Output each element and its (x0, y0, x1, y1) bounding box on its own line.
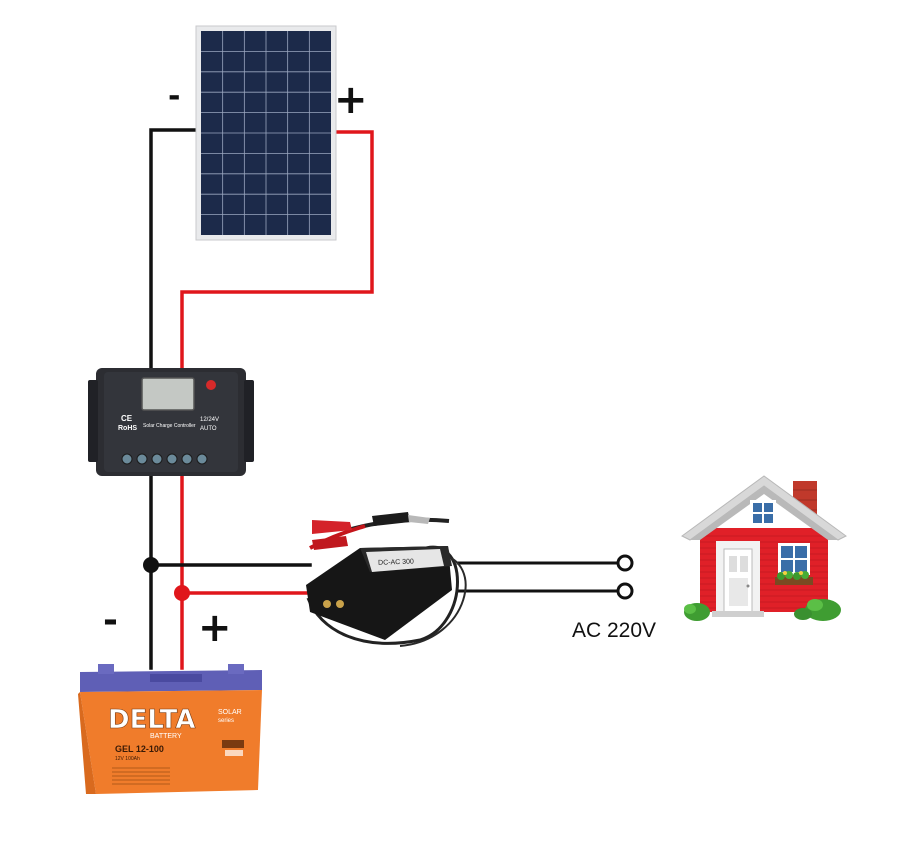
positive-junction-dot (174, 585, 190, 601)
controller-auto-text: AUTO (200, 426, 217, 432)
house (681, 475, 847, 621)
negative-junction-dot (143, 557, 159, 573)
battery-brand-sub-text: BATTERY (150, 733, 182, 740)
solar-panel (195, 25, 337, 241)
controller-terminal (151, 453, 163, 465)
clip-black (372, 512, 410, 526)
house-step (712, 611, 764, 617)
controller-rohs-text: RoHS (118, 425, 137, 432)
controller-voltage-text: 12/24V (200, 417, 219, 423)
battery-series-text: SOLAR (218, 709, 242, 716)
inverter-body (306, 546, 452, 640)
inverter-output-cord (306, 545, 459, 645)
controller-terminal (136, 453, 148, 465)
house-flower-box (775, 577, 813, 585)
ac-voltage-label: AC 220V (572, 619, 657, 642)
controller-terminal (196, 453, 208, 465)
ac-terminal-bottom (616, 582, 634, 600)
controller-ce-text: CE (121, 414, 133, 423)
inverter-socket-1 (323, 600, 331, 608)
controller-terminal (166, 453, 178, 465)
inverter-label-text: DC-AC 300 (378, 559, 414, 567)
controller-title-text: Solar Charge Controller (143, 423, 196, 429)
panel-minus-sign: - (168, 79, 181, 114)
inverter-label (366, 549, 444, 572)
inverter-socket-2 (336, 600, 344, 608)
panel-plus-sign: + (334, 77, 368, 123)
controller-button (206, 380, 216, 390)
battery: DELTA BATTERY GEL 12-100 12V 100Ah SOLAR… (78, 664, 262, 794)
battery-series-sub-text: series (218, 718, 234, 724)
clip-red (312, 520, 352, 534)
wires (149, 128, 619, 670)
controller-lcd (141, 377, 195, 411)
battery-model-text: GEL 12-100 (115, 744, 164, 754)
controller-terminal (181, 453, 193, 465)
battery-plus-sign: + (198, 605, 232, 651)
panel-positive-wire (180, 130, 374, 374)
battery-minus-sign: - (103, 600, 118, 641)
clip-red-2 (312, 536, 348, 550)
battery-brand-text: DELTA (108, 705, 195, 735)
inverter-output-cord-2 (399, 554, 467, 647)
charge-controller: CE RoHS Solar Charge Controller 12/24V A… (88, 368, 254, 476)
inverter: DC-AC 300 (306, 512, 467, 647)
panel-negative-wire (149, 128, 200, 374)
controller-terminal (121, 453, 133, 465)
ac-terminal-top (616, 554, 634, 572)
battery-spec-text: 12V 100Ah (115, 756, 140, 762)
house-flowers (777, 571, 809, 580)
